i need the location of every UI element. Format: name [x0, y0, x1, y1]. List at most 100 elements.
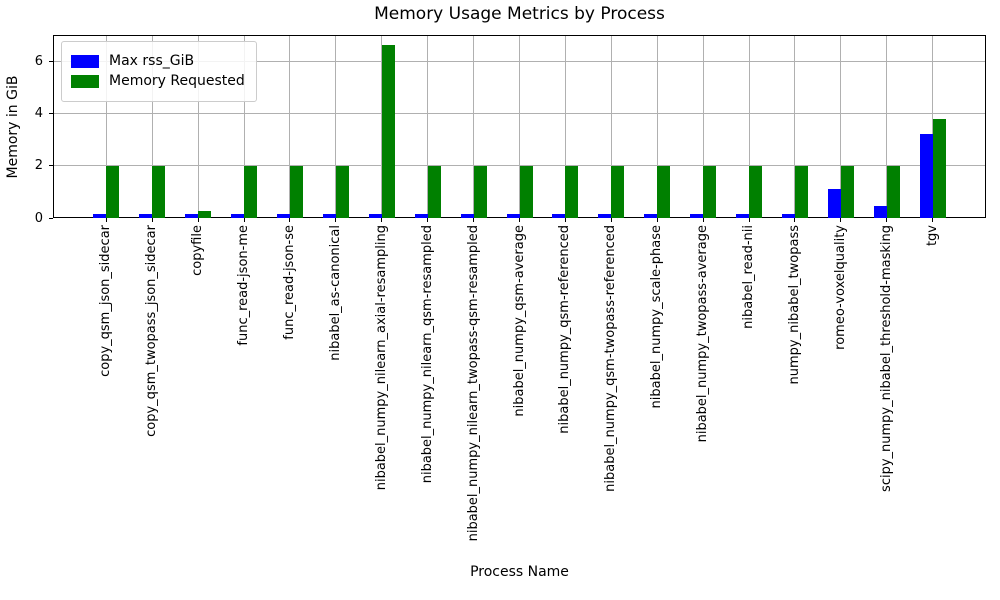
- bar-max-rss-gib: [873, 206, 887, 218]
- bar-max-rss-gib: [552, 213, 566, 218]
- x-axis-tick: [748, 218, 750, 222]
- x-tick-label: nibabel_numpy_qsm-average: [511, 225, 527, 417]
- y-axis-tick: [49, 60, 53, 62]
- legend-entry-memory-requested: Memory Requested: [71, 73, 245, 90]
- bar-max-rss-gib: [185, 213, 199, 218]
- legend-swatch-memory-requested-icon: [71, 75, 99, 88]
- x-axis-tick: [151, 218, 153, 222]
- bar-memory-requested: [565, 165, 579, 218]
- bar-memory-requested: [152, 165, 166, 218]
- x-tick-label: nibabel_numpy_qsm-referenced: [557, 225, 573, 434]
- gridline-vertical: [243, 36, 245, 217]
- x-tick-label: numpy_nibabel_twopass: [786, 225, 802, 385]
- bar-memory-requested: [335, 165, 349, 218]
- x-axis-tick: [335, 218, 337, 222]
- bar-max-rss-gib: [139, 213, 153, 218]
- x-tick-label: nibabel_as-canonical: [327, 225, 343, 361]
- legend-swatch-max-rss-icon: [71, 55, 99, 68]
- bar-max-rss-gib: [919, 134, 933, 218]
- bar-memory-requested: [427, 165, 441, 218]
- bar-max-rss-gib: [414, 213, 428, 218]
- bar-memory-requested: [840, 165, 854, 218]
- bar-max-rss-gib: [460, 213, 474, 218]
- x-tick-label: nibabel_read-nii: [741, 225, 757, 329]
- y-tick-label: 6: [34, 53, 43, 69]
- x-axis-tick: [473, 218, 475, 222]
- bar-memory-requested: [657, 165, 671, 218]
- x-tick-label: func_read-json-se: [281, 225, 297, 340]
- x-tick-label: nibabel_numpy_nilearn_twopass-qsm-resamp…: [465, 225, 481, 542]
- x-tick-label: copy_qsm_twopass_json_sidecar: [144, 225, 160, 437]
- y-tick-label: 0: [34, 210, 43, 226]
- legend-label-memory-requested: Memory Requested: [109, 73, 245, 89]
- x-axis-tick: [105, 218, 107, 222]
- y-axis-tick: [49, 112, 53, 114]
- legend-entry-max-rss: Max rss_GiB: [71, 53, 245, 70]
- y-axis-tick: [49, 217, 53, 219]
- bar-memory-requested: [519, 165, 533, 218]
- bar-max-rss-gib: [276, 213, 290, 218]
- x-tick-label: nibabel_numpy_scale-phase: [649, 225, 665, 409]
- x-axis-tick: [197, 218, 199, 222]
- x-axis-tick: [381, 218, 383, 222]
- bar-memory-requested: [611, 165, 625, 218]
- gridline-vertical: [886, 36, 888, 217]
- bar-max-rss-gib: [231, 213, 245, 218]
- x-tick-label: nibabel_numpy_nilearn_qsm-resampled: [419, 225, 435, 484]
- bar-max-rss-gib: [736, 213, 750, 218]
- y-axis-tick: [49, 165, 53, 167]
- x-axis-tick: [427, 218, 429, 222]
- bar-max-rss-gib: [598, 213, 612, 218]
- gridline-horizontal: [54, 112, 985, 114]
- gridline-vertical: [151, 36, 153, 217]
- x-axis-tick: [610, 218, 612, 222]
- gridline-vertical: [656, 36, 658, 217]
- bar-max-rss-gib: [368, 213, 382, 218]
- gridline-vertical: [519, 36, 520, 217]
- x-axis-tick: [656, 218, 658, 222]
- bar-memory-requested: [749, 165, 763, 218]
- x-axis-tick: [932, 218, 934, 222]
- x-axis-tick: [243, 218, 245, 222]
- x-axis-tick: [289, 218, 291, 222]
- bar-max-rss-gib: [781, 213, 795, 218]
- gridline-vertical: [473, 36, 475, 217]
- gridline-vertical: [564, 36, 566, 217]
- bar-memory-requested: [244, 165, 258, 218]
- gridline-vertical: [289, 36, 291, 217]
- bar-max-rss-gib: [322, 213, 336, 218]
- bar-max-rss-gib: [93, 213, 107, 218]
- x-axis-tick: [794, 218, 796, 222]
- gridline-vertical: [840, 36, 842, 217]
- x-axis-tick: [564, 218, 566, 222]
- x-tick-label: romeo-voxelquality: [832, 225, 848, 350]
- x-axis-tick: [519, 218, 520, 222]
- bar-memory-requested: [381, 45, 395, 218]
- y-tick-label: 2: [34, 158, 43, 174]
- gridline-vertical: [610, 36, 612, 217]
- x-tick-label: nibabel_numpy_twopass-average: [695, 225, 711, 443]
- x-axis-tick: [702, 218, 704, 222]
- bar-max-rss-gib: [690, 213, 704, 218]
- x-axis-label: Process Name: [470, 564, 569, 580]
- x-tick-label: tgv: [924, 225, 940, 247]
- bar-memory-requested: [289, 165, 303, 218]
- gridline-vertical: [105, 36, 107, 217]
- gridline-horizontal: [54, 60, 985, 62]
- bar-memory-requested: [932, 118, 946, 218]
- x-tick-label: func_read-json-me: [236, 225, 252, 346]
- x-axis-tick: [886, 218, 888, 222]
- bar-memory-requested: [473, 165, 487, 218]
- bar-max-rss-gib: [644, 213, 658, 218]
- gridline-vertical: [335, 36, 337, 217]
- x-tick-label: copyfile: [190, 225, 206, 276]
- gridline-vertical: [197, 36, 199, 217]
- bar-memory-requested: [703, 165, 717, 218]
- chart-title: Memory Usage Metrics by Process: [374, 4, 665, 24]
- x-tick-label: scipy_numpy_nibabel_threshold-masking: [878, 225, 894, 492]
- legend: Max rss_GiB Memory Requested: [61, 41, 257, 102]
- x-tick-label: nibabel_numpy_qsm-twopass-referenced: [603, 225, 619, 492]
- legend-label-max-rss: Max rss_GiB: [109, 53, 195, 69]
- gridline-vertical: [748, 36, 750, 217]
